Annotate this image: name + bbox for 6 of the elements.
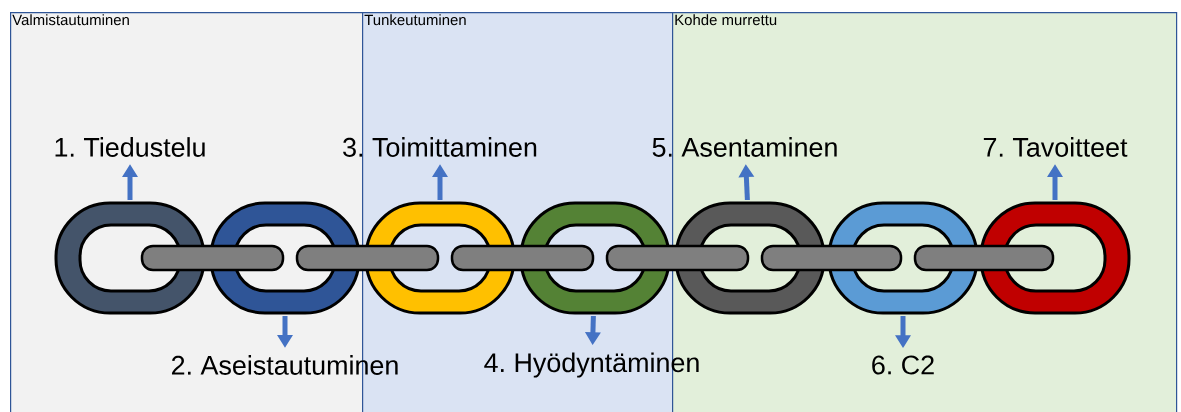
chain-link [54,201,285,315]
step-label: 7. Tavoitteet [983,137,1128,157]
step-label: 1. Tiedustelu [55,137,205,157]
step-label: 6. C2 [872,355,934,375]
step-label: 3. Toimittaminen [343,137,537,157]
step-label: 5. Asentaminen [652,137,837,157]
